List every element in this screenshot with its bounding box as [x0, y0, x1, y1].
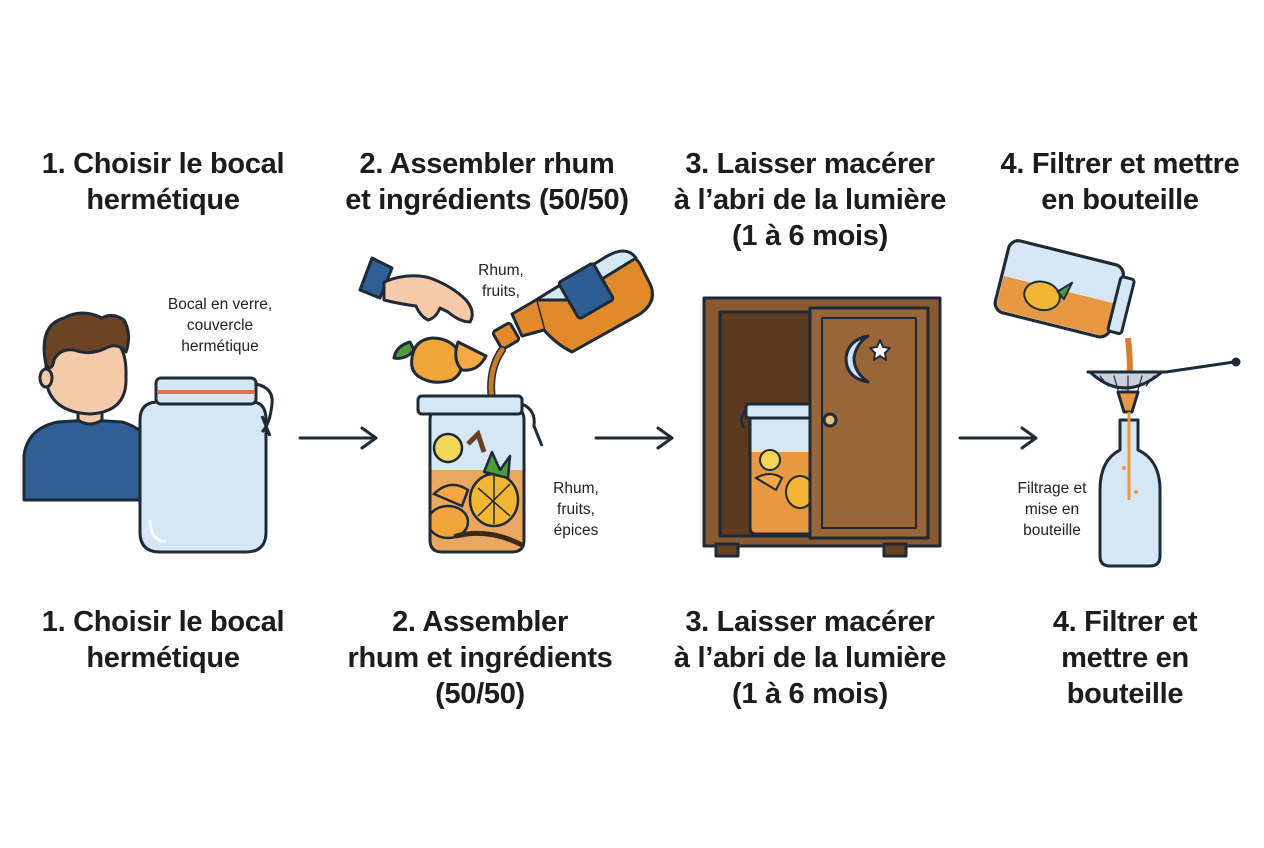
- filter-stream: [1125, 337, 1133, 377]
- step-1-title-top: 1. Choisir le bocal hermétique: [41, 148, 285, 216]
- person-icon: [22, 311, 162, 502]
- step-4-title-bottom: 4. Filtrer et mettre en bouteille: [1052, 606, 1198, 710]
- filter-label: Filtrage et mise en bouteille: [1017, 480, 1087, 539]
- step-2-title-bottom: 2. Assembler rhum et ingrédients (50/50): [347, 606, 613, 710]
- pour-label: Rhum, fruits,: [478, 262, 524, 300]
- step-3-title-top: 3. Laisser macérer à l’abri de la lumièr…: [673, 148, 947, 252]
- orange-slice-icon: [454, 340, 488, 372]
- strainer-icon: [1086, 357, 1241, 414]
- hermetic-jar-icon: [138, 376, 274, 554]
- step-2-title-top: 2. Assembler rhum et ingrédients (50/50): [345, 148, 629, 216]
- arrow-right-icon: [298, 426, 378, 450]
- step-4-title-top: 4. Filtrer et mettre en bouteille: [1000, 148, 1240, 216]
- cabinet-door: [808, 306, 930, 540]
- moon-icon: [844, 334, 870, 384]
- jar-label: Bocal en verre, couvercle hermétique: [167, 296, 273, 355]
- mango-icon: [392, 336, 464, 384]
- mixing-jar-icon: [416, 394, 544, 554]
- arrow-right-icon: [958, 426, 1038, 450]
- step-1-title-bottom: 1. Choisir le bocal hermétique: [41, 606, 285, 674]
- hand-icon: [358, 256, 474, 324]
- step-3-title-bottom: 3. Laisser macérer à l’abri de la lumièr…: [673, 606, 947, 710]
- rum-bottle-icon: [491, 249, 654, 354]
- small-jar-in-cabinet: [740, 402, 824, 536]
- pouring-jar-icon: [993, 239, 1136, 339]
- bottle-icon: [1098, 412, 1162, 568]
- arrow-right-icon: [594, 426, 674, 450]
- star-icon: [869, 339, 891, 361]
- mix-label: Rhum, fruits, épices: [553, 480, 599, 539]
